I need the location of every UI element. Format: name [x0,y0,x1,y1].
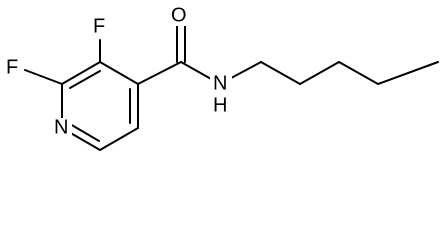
chain-bond-c2-c3 [299,61,340,85]
structure-diagram: F F O N H N [4,2,439,151]
chain-bond-c1-c2 [260,61,301,85]
atom-label-f-left: F [6,56,18,78]
atom-bg-f-top [90,11,110,39]
atom-bg-o [168,2,192,26]
ring-bond-c6-n-inner [69,123,100,142]
bond-c4-carbonyl [137,61,182,85]
ring-bond-c5-c6 [99,127,139,151]
atom-bg-n-amide [210,74,232,94]
atom-label-n-amide: N [213,72,227,94]
atom-label-h-amide: H [213,94,227,116]
bond-c2-f [24,69,63,85]
ring-bond-c3-c4 [99,61,139,85]
chain-bond-c4-c5 [377,61,439,85]
chain-bond-c3-c4 [338,61,379,85]
atom-bg-f-left [4,52,24,80]
ring-bond-c2-c3-inner [69,70,101,89]
atom-bg-n-ring [52,118,72,138]
ring-bond-c2-c3 [61,61,101,85]
atom-label-oxygen: O [171,4,187,26]
atom-label-f-top: F [93,15,105,37]
atom-label-n-ring: N [54,116,68,138]
atom-bg-h-amide [210,95,232,115]
molecule-svg: F F O N H N [4,2,439,151]
